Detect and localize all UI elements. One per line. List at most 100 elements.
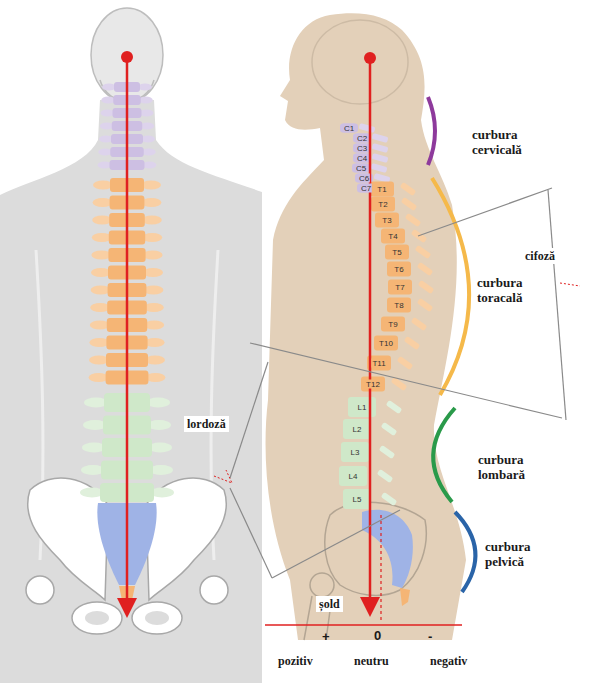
vertebra: [385, 245, 409, 260]
lumbar-arc: [433, 408, 455, 502]
vertebra-process: [143, 162, 157, 169]
vertebra: [387, 298, 411, 313]
spinous-process: [371, 133, 388, 143]
curve-label: curbura lombară: [478, 452, 550, 482]
vertebra: [375, 213, 399, 228]
vertebra: [353, 154, 371, 163]
coccyx: [400, 588, 410, 606]
spinous-process: [381, 492, 398, 506]
plumb-arrow: [360, 597, 380, 617]
offset-line: [380, 515, 381, 622]
angle-mark: [214, 470, 232, 483]
spinous-process: [417, 262, 434, 276]
vertebra-label: T6: [393, 265, 404, 274]
plumb-dot: [364, 52, 376, 64]
vertebra-label: C7: [360, 184, 372, 193]
vertebra-label: C2: [356, 134, 368, 143]
vertebra-label: C4: [356, 154, 368, 163]
side-spine: [339, 123, 434, 509]
femur-head: [26, 576, 54, 604]
vertebra-label: T12: [365, 380, 381, 389]
joint-label: șold: [316, 596, 343, 612]
vertebra-process: [98, 162, 112, 169]
curve-label: curbura toracală: [477, 275, 549, 305]
side-body: [266, 13, 466, 640]
spinous-process: [381, 422, 398, 436]
axis-label: neutru: [350, 652, 393, 670]
curve-label: curbura pelvică: [485, 539, 557, 569]
pubic-hole: [145, 611, 169, 625]
spinous-process: [415, 245, 432, 259]
vertebra-process: [100, 123, 114, 130]
vertebra-label: C5: [355, 164, 367, 173]
vertebra: [388, 280, 412, 295]
baseline: [265, 624, 462, 626]
vertebra: [381, 317, 405, 332]
vertebra-label: T11: [371, 359, 386, 368]
spinous-process: [411, 317, 428, 331]
axis-sign: -: [428, 629, 432, 644]
spinous-process: [358, 123, 375, 133]
pelvic-arc: [455, 512, 475, 592]
vertebra: [343, 489, 371, 509]
vertebra-label: C3: [356, 144, 368, 153]
vertebra-process: [98, 149, 112, 156]
spinous-process: [400, 182, 417, 196]
vertebra-process: [140, 123, 154, 130]
vertebra: [343, 419, 371, 439]
vertebra: [361, 377, 385, 392]
vertebra-process: [138, 84, 152, 91]
angle-label: cifoză: [522, 248, 558, 264]
angle-mark: [560, 283, 580, 286]
plumb-arrow: [117, 598, 137, 618]
angle-line: [230, 488, 272, 578]
skull-outline: [312, 20, 408, 104]
angle-line: [230, 362, 268, 478]
vertebra: [381, 229, 405, 244]
plumb-line: [126, 57, 129, 600]
vertebra-process: [101, 97, 115, 104]
vertebra-label: T9: [387, 320, 398, 329]
front-body: [0, 100, 262, 683]
hip-bone: [325, 502, 426, 595]
vertebra-label: C6: [358, 174, 370, 183]
curve-label: curbura cervicală: [472, 127, 544, 157]
axis-label: negativ: [426, 652, 471, 670]
vertebra: [348, 397, 376, 417]
vertebra: [352, 164, 370, 173]
vertebra: [370, 182, 394, 197]
angle-line: [272, 510, 400, 578]
vertebra-label: T4: [387, 232, 398, 241]
spinous-process: [379, 445, 396, 459]
spinous-process: [405, 213, 422, 227]
spinous-process: [404, 336, 421, 350]
axis-sign: +: [322, 629, 330, 644]
axis-label: pozitiv: [274, 652, 317, 670]
vertebra: [387, 262, 411, 277]
angle-label: lordoză: [184, 416, 229, 432]
pubic-hole: [85, 611, 109, 625]
vertebra-process: [102, 84, 116, 91]
vertebra: [353, 134, 371, 143]
vertebra-label: T5: [391, 248, 402, 257]
vertebra-label: C1: [343, 124, 355, 133]
spinous-process: [370, 163, 387, 173]
vertebra: [339, 466, 367, 486]
hip-joint: [310, 573, 334, 597]
cervical-arc: [428, 97, 435, 165]
vertebra-process: [141, 136, 155, 143]
pubic-ring: [132, 602, 182, 634]
vertebra-label: T7: [394, 283, 405, 292]
vertebra-process: [101, 110, 115, 117]
vertebra-label: L1: [357, 403, 368, 412]
vertebra-label: L5: [352, 495, 363, 504]
plumb-line: [369, 58, 372, 598]
vertebra-process: [144, 303, 164, 312]
vertebra: [340, 124, 358, 133]
spinous-process: [377, 469, 394, 483]
vertebra-label: L3: [350, 448, 361, 457]
vertebra: [341, 442, 369, 462]
spinous-process: [371, 153, 388, 163]
vertebra-process: [99, 136, 113, 143]
